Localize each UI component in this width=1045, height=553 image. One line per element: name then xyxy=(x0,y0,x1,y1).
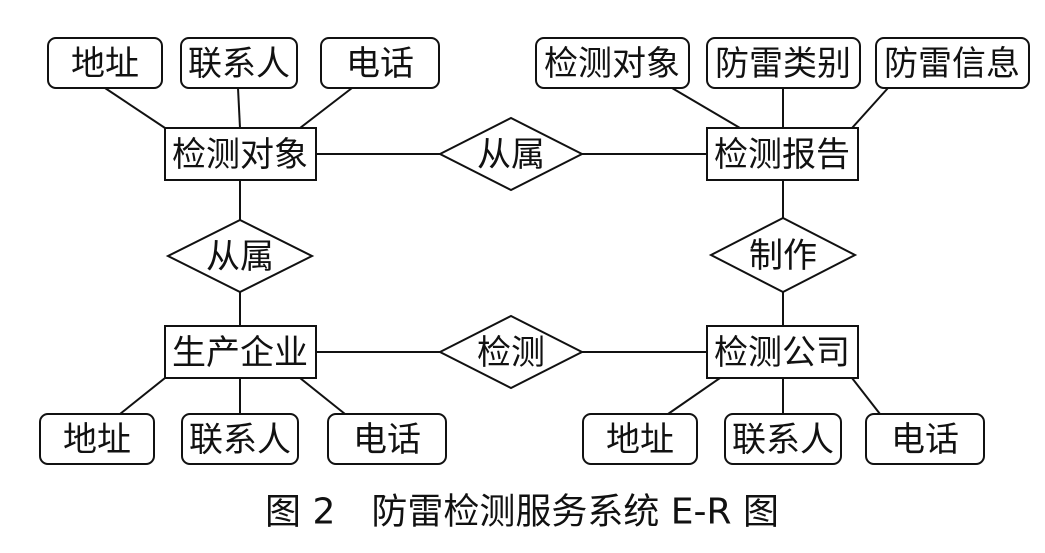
attr-box-company-contact xyxy=(724,413,842,465)
relationship-diamond-top xyxy=(437,116,585,192)
attr-label-report-info: 防雷信息 xyxy=(884,44,1020,84)
attr-label-manufacturer-contact: 联系人 xyxy=(189,420,291,460)
connector-line xyxy=(851,377,881,415)
relationship-label-left: 从属 xyxy=(206,237,274,277)
connector-line xyxy=(237,87,241,129)
entity-box-inspection-object xyxy=(164,127,317,181)
entity-label-inspection-report: 检测报告 xyxy=(714,135,850,175)
entity-box-manufacturer xyxy=(164,325,317,379)
attr-box-manufacturer-phone xyxy=(327,413,447,465)
attr-box-company-phone xyxy=(865,413,985,465)
entity-label-inspection-company: 检测公司 xyxy=(714,333,850,373)
entity-box-inspection-company xyxy=(706,325,859,379)
connector-line xyxy=(667,377,721,415)
attr-label-company-phone: 电话 xyxy=(891,420,959,460)
attr-box-report-object xyxy=(535,37,690,89)
connector-line xyxy=(104,87,166,129)
connector-line xyxy=(119,377,166,415)
attr-label-manufacturer-phone: 电话 xyxy=(353,420,421,460)
connector-line xyxy=(671,87,741,129)
attr-box-object-phone xyxy=(320,37,440,89)
attr-label-report-object: 检测对象 xyxy=(544,44,680,84)
attr-box-manufacturer-address xyxy=(39,413,155,465)
attr-box-report-info xyxy=(875,37,1030,89)
relationship-diamond-left xyxy=(165,218,315,294)
relationship-label-bottom: 检测 xyxy=(477,333,545,373)
relationship-diamonds xyxy=(165,116,858,390)
relationship-diamond-bottom xyxy=(437,314,585,390)
attr-box-company-address xyxy=(582,413,698,465)
attr-label-object-address: 地址 xyxy=(71,44,139,84)
entity-label-manufacturer: 生产企业 xyxy=(172,333,308,373)
attr-label-company-contact: 联系人 xyxy=(732,420,834,460)
entity-label-inspection-object: 检测对象 xyxy=(172,135,308,175)
attr-box-object-contact xyxy=(180,37,298,89)
attribute-boxes xyxy=(39,37,1030,465)
relationship-label-top: 从属 xyxy=(477,135,545,175)
relationship-label-right: 制作 xyxy=(749,236,817,276)
connector-lines xyxy=(104,87,889,415)
attr-label-object-contact: 联系人 xyxy=(188,44,290,84)
entity-boxes xyxy=(164,127,859,379)
attr-box-manufacturer-contact xyxy=(181,413,299,465)
connector-line xyxy=(299,87,353,129)
entity-box-inspection-report xyxy=(706,127,859,181)
connector-line xyxy=(299,377,346,415)
connector-line xyxy=(851,87,889,129)
figure-caption: 图 2 防雷检测服务系统 E-R 图 xyxy=(265,492,779,533)
attr-box-report-category xyxy=(706,37,861,89)
attr-box-object-address xyxy=(47,37,163,89)
attr-label-manufacturer-address: 地址 xyxy=(63,420,131,460)
attr-label-report-category: 防雷类别 xyxy=(715,44,851,84)
relationship-diamond-right xyxy=(708,216,858,294)
attr-label-company-address: 地址 xyxy=(606,420,674,460)
attr-label-object-phone: 电话 xyxy=(346,44,414,84)
